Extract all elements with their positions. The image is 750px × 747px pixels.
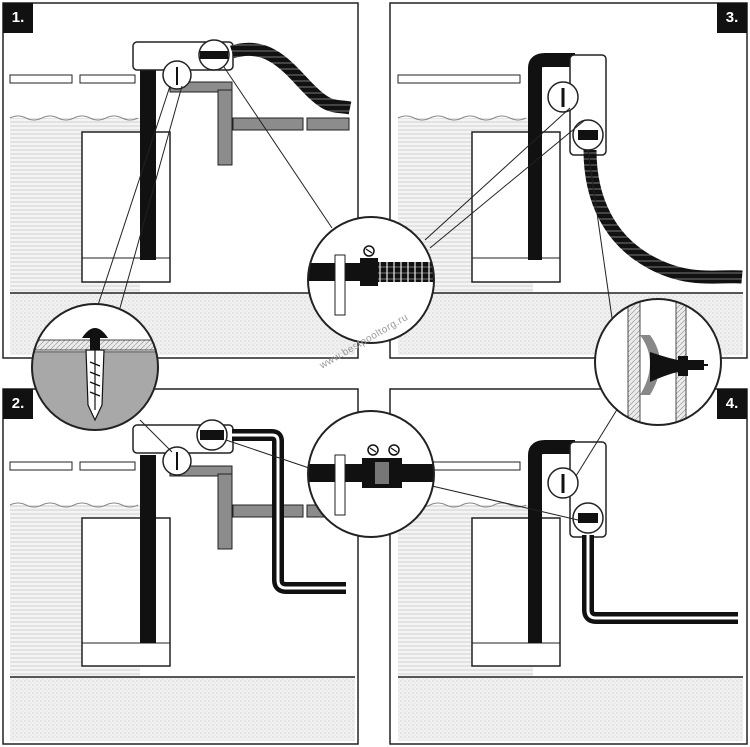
zoom-detail-screw-anchor — [31, 303, 159, 431]
panel-step-1 — [2, 2, 359, 359]
corrugated-hose — [230, 42, 352, 115]
step-4-badge: 4. — [717, 389, 747, 419]
step-3-badge: 3. — [717, 3, 747, 33]
zoom-detail-double-clamp — [307, 410, 435, 538]
suction-pipe — [140, 68, 156, 260]
panel-step-3 — [389, 2, 748, 359]
step-2-badge: 2. — [3, 389, 33, 419]
filter-body — [81, 131, 171, 283]
zoom-detail-hose-clamp — [307, 216, 435, 344]
zoom-detail-wall-fitting — [594, 298, 722, 426]
leader-lines — [97, 66, 619, 521]
step-1-badge: 1. — [3, 3, 33, 33]
panel-step-2 — [2, 388, 359, 745]
panel-step-4 — [389, 388, 748, 745]
